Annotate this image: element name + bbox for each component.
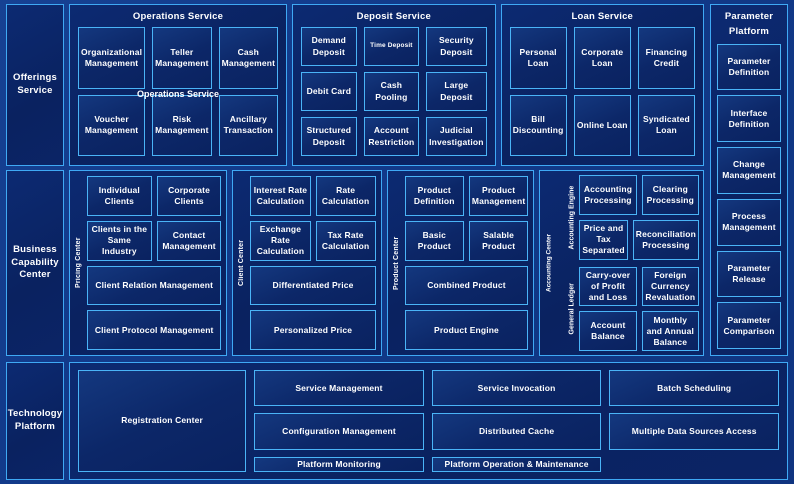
panel-accounting-center: Accounting Center Accounting Engine Acco… bbox=[539, 170, 704, 356]
subgroup-vertical-label-general-ledger: General Ledger bbox=[568, 283, 576, 335]
item-corporate-clients[interactable]: Corporate Clients bbox=[156, 176, 222, 216]
group-items-deposit-service: Demand Deposit Time Deposit Security Dep… bbox=[293, 22, 494, 165]
item-configuration-management[interactable]: Configuration Management bbox=[254, 413, 424, 450]
item-financing-credit[interactable]: Financing Credit bbox=[637, 27, 695, 89]
panel-vertical-label-product-center: Product Center bbox=[392, 236, 400, 290]
group-technology-platform: Registration Center Service Management S… bbox=[69, 362, 788, 480]
group-parameter-platform: Parameter Platform Parameter Definition … bbox=[710, 4, 788, 356]
row-offerings-service: Offerings Service Operations Service Org… bbox=[6, 4, 788, 166]
item-interest-rate-calculation[interactable]: Interest Rate Calculation bbox=[250, 176, 311, 216]
item-parameter-release[interactable]: Parameter Release bbox=[717, 250, 781, 298]
group-title-operations-service: Operations Service bbox=[132, 11, 224, 22]
item-debit-card[interactable]: Debit Card bbox=[301, 72, 357, 111]
item-individual-clients[interactable]: Individual Clients bbox=[87, 176, 152, 216]
item-product-definition[interactable]: Product Definition bbox=[404, 176, 464, 216]
item-reconciliation-processing[interactable]: Reconciliation Processing bbox=[632, 219, 699, 260]
item-bill-discounting[interactable]: Bill Discounting bbox=[509, 94, 567, 156]
item-teller-management[interactable]: Teller Management bbox=[152, 27, 212, 89]
group-title-parameter-platform-line1: Parameter bbox=[724, 11, 774, 22]
item-service-invocation[interactable]: Service Invocation bbox=[431, 370, 602, 407]
item-ancillary-transaction[interactable]: Ancillary Transaction bbox=[218, 94, 279, 156]
item-clearing-processing[interactable]: Clearing Processing bbox=[641, 175, 699, 215]
panel-vertical-label-pricing-center: Pricing Center bbox=[75, 237, 82, 289]
item-process-management[interactable]: Process Management bbox=[717, 198, 781, 246]
item-client-protocol-management[interactable]: Client Protocol Management bbox=[87, 310, 222, 350]
item-structured-deposit[interactable]: Structured Deposit bbox=[301, 117, 357, 156]
item-salable-product[interactable]: Salable Product bbox=[468, 220, 529, 261]
item-personal-loan[interactable]: Personal Loan bbox=[509, 27, 567, 89]
item-online-loan[interactable]: Online Loan bbox=[573, 94, 631, 156]
group-loan-service: Loan Service Personal Loan Corporate Loa… bbox=[500, 4, 705, 166]
row-label-technology-platform[interactable]: Technology Platform bbox=[6, 362, 64, 480]
item-platform-operation-maintenance[interactable]: Platform Operation & Maintenance bbox=[431, 456, 602, 472]
item-differentiated-price[interactable]: Differentiated Price bbox=[250, 265, 376, 306]
item-security-deposit[interactable]: Security Deposit bbox=[426, 27, 487, 66]
item-multiple-data-sources-access[interactable]: Multiple Data Sources Access bbox=[609, 413, 779, 450]
item-demand-deposit[interactable]: Demand Deposit bbox=[301, 27, 357, 66]
panel-product-center: Product Center Product Definition Produc… bbox=[386, 170, 535, 356]
item-parameter-comparison[interactable]: Parameter Comparison bbox=[717, 302, 781, 350]
item-tax-rate-calculation[interactable]: Tax Rate Calculation bbox=[315, 220, 376, 261]
item-price-and-tax-separated[interactable]: Price and Tax Separated bbox=[579, 219, 628, 260]
group-deposit-service: Deposit Service Demand Deposit Time Depo… bbox=[292, 4, 496, 166]
item-combined-product[interactable]: Combined Product bbox=[404, 265, 529, 306]
panel-pricing-center: Pricing Center Individual Clients Corpor… bbox=[69, 170, 228, 356]
item-foreign-currency-revaluation[interactable]: Foreign Currency Revaluation bbox=[641, 266, 699, 307]
row-technology-platform: Technology Platform Registration Center … bbox=[6, 362, 788, 480]
row-business-capability-center: Business Capability Center Pricing Cente… bbox=[6, 170, 788, 356]
item-judicial-investigation[interactable]: Judicial Investigation bbox=[426, 117, 487, 156]
item-account-restriction[interactable]: Account Restriction bbox=[363, 117, 420, 156]
subgroup-accounting-engine: Accounting Engine Accounting Processing … bbox=[566, 175, 699, 260]
item-client-relation-management[interactable]: Client Relation Management bbox=[87, 265, 222, 306]
item-contact-management[interactable]: Contact Management bbox=[156, 220, 222, 261]
item-service-management[interactable]: Service Management bbox=[254, 370, 424, 407]
row-label-business-capability-center[interactable]: Business Capability Center bbox=[6, 170, 64, 356]
item-corporate-loan[interactable]: Corporate Loan bbox=[573, 27, 631, 89]
item-parameter-definition[interactable]: Parameter Definition bbox=[717, 43, 781, 91]
technology-platform-items: Service Management Service Invocation Ba… bbox=[254, 370, 779, 472]
item-product-management[interactable]: Product Management bbox=[468, 176, 529, 216]
item-monthly-and-annual-balance[interactable]: Monthly and Annual Balance bbox=[641, 311, 699, 351]
group-items-operations-service: Organizational Management Teller Managem… bbox=[70, 22, 286, 165]
item-rate-calculation[interactable]: Rate Calculation bbox=[315, 176, 376, 216]
panel-client-center: Client Center Interest Rate Calculation … bbox=[232, 170, 382, 356]
item-personalized-price[interactable]: Personalized Price bbox=[250, 310, 376, 350]
item-registration-center[interactable]: Registration Center bbox=[78, 370, 247, 472]
item-accounting-processing[interactable]: Accounting Processing bbox=[579, 175, 637, 215]
item-basic-product[interactable]: Basic Product bbox=[404, 220, 464, 261]
subgroup-general-ledger: General Ledger Carry-over of Profit and … bbox=[566, 266, 699, 351]
item-clients-in-the-same-industry[interactable]: Clients in the Same Industry bbox=[87, 220, 152, 261]
subgroup-vertical-label-accounting-engine: Accounting Engine bbox=[568, 185, 576, 250]
item-syndicated-loan[interactable]: Syndicated Loan bbox=[637, 94, 695, 156]
item-platform-monitoring[interactable]: Platform Monitoring bbox=[254, 456, 424, 472]
item-large-deposit[interactable]: Large Deposit bbox=[426, 72, 487, 111]
panel-vertical-label-client-center: Client Center bbox=[238, 239, 246, 287]
business-capability-panels: Pricing Center Individual Clients Corpor… bbox=[69, 170, 704, 356]
item-product-engine[interactable]: Product Engine bbox=[404, 310, 529, 350]
group-operations-service: Operations Service Organizational Manage… bbox=[69, 4, 288, 166]
group-title-loan-service: Loan Service bbox=[571, 11, 634, 22]
item-batch-scheduling[interactable]: Batch Scheduling bbox=[609, 370, 779, 407]
item-voucher-management[interactable]: Voucher Management bbox=[78, 94, 146, 156]
group-title-parameter-platform-line2: Platform bbox=[728, 25, 770, 37]
item-organizational-management[interactable]: Organizational Management bbox=[78, 27, 146, 89]
item-exchange-rate-calculation[interactable]: Exchange Rate Calculation bbox=[250, 220, 311, 261]
panel-vertical-label-accounting-center: Accounting Center bbox=[545, 233, 553, 293]
item-account-balance[interactable]: Account Balance bbox=[579, 311, 637, 351]
item-interface-definition[interactable]: Interface Definition bbox=[717, 95, 781, 143]
registration-center-wrapper: Registration Center bbox=[78, 370, 247, 472]
row-label-offerings-service[interactable]: Offerings Service bbox=[6, 4, 64, 166]
item-cash-management[interactable]: Cash Management bbox=[218, 27, 279, 89]
item-change-management[interactable]: Change Management bbox=[717, 147, 781, 194]
item-time-deposit[interactable]: Time Deposit bbox=[363, 27, 420, 66]
item-carry-over-of-profit-and-loss[interactable]: Carry-over of Profit and Loss bbox=[579, 266, 637, 307]
group-items-loan-service: Personal Loan Corporate Loan Financing C… bbox=[502, 22, 703, 165]
item-cash-pooling[interactable]: Cash Pooling bbox=[363, 72, 420, 111]
group-title-deposit-service: Deposit Service bbox=[356, 11, 431, 22]
item-risk-management[interactable]: Risk Management bbox=[152, 94, 212, 156]
item-distributed-cache[interactable]: Distributed Cache bbox=[431, 413, 602, 450]
